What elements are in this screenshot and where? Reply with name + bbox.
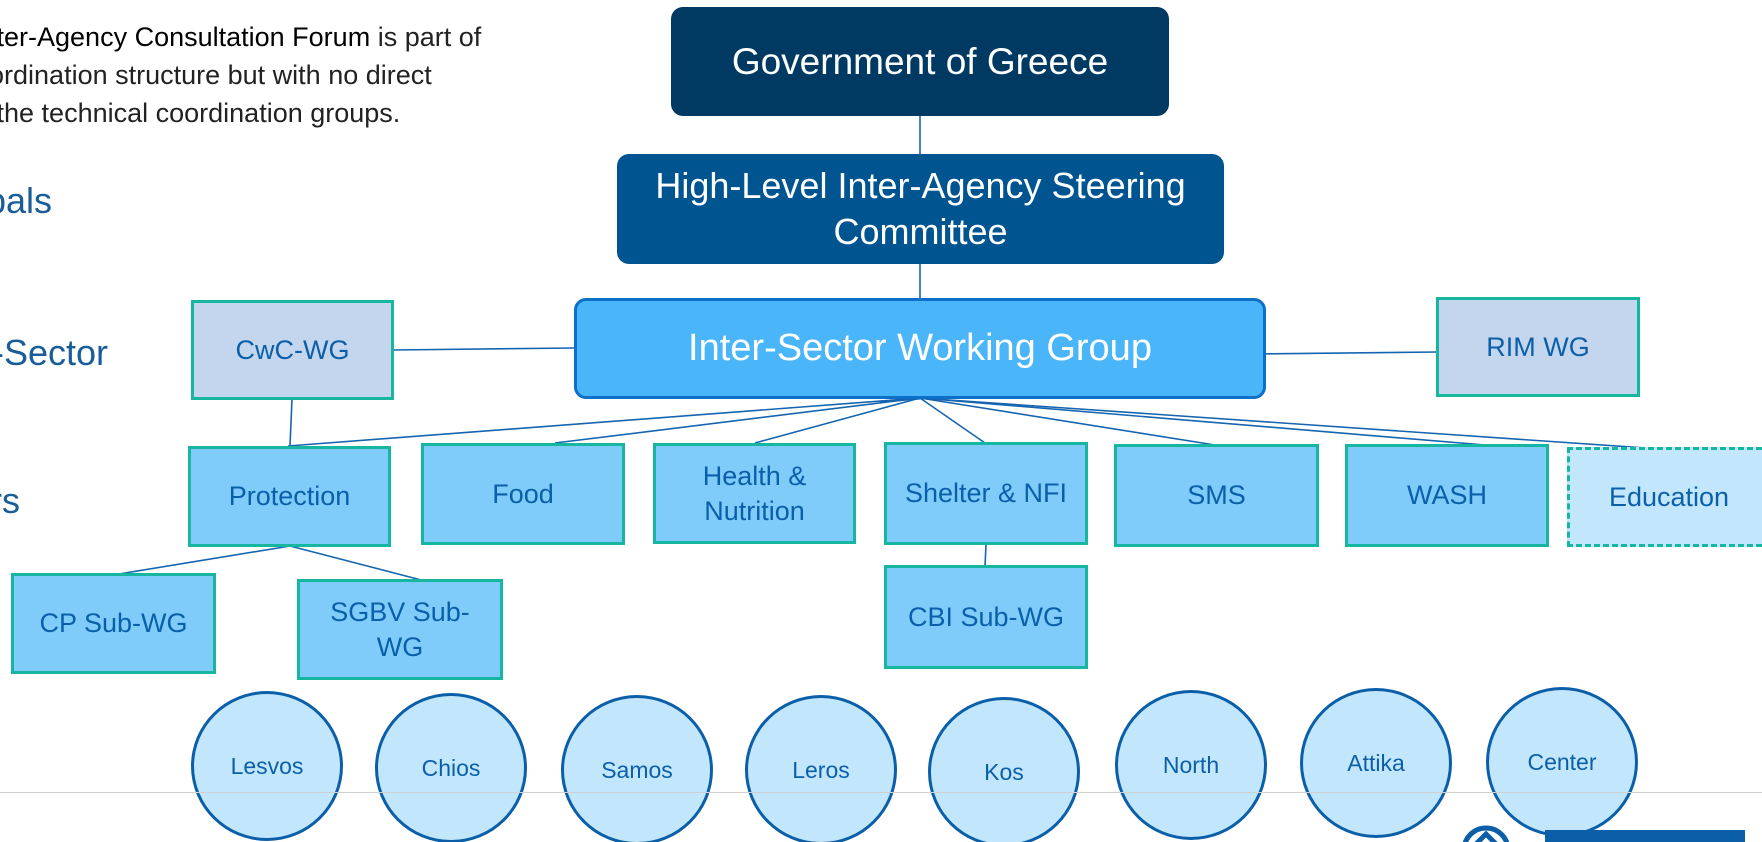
connector-to-health — [754, 397, 921, 444]
sector-education: Education — [1567, 447, 1762, 547]
sector-protection: Protection — [188, 446, 391, 547]
steering-committee-box: High-Level Inter-Agency Steering Committ… — [617, 154, 1224, 264]
sector-shelter-nfi: Shelter & NFI — [884, 442, 1088, 545]
sector-health-nutrition: Health & Nutrition — [653, 443, 856, 544]
field-north: North — [1115, 690, 1267, 840]
connector-cwc-protection — [289, 398, 293, 447]
rim-wg-box: RIM WG — [1436, 297, 1640, 397]
connector-to-wash — [919, 397, 1486, 446]
inter-sector-working-group-box: Inter-Sector Working Group — [574, 298, 1266, 399]
level-label-inter-sector: er-Sector — [0, 332, 109, 373]
connector-protection-sgbv — [289, 545, 426, 582]
sector-wash: WASH — [1345, 444, 1549, 547]
field-chios: Chios — [375, 693, 527, 842]
connector-to-sms — [919, 397, 1216, 446]
organization-logo-icon — [1462, 825, 1745, 842]
intro-bold-text: Inter-Agency Consultation Forum — [0, 22, 371, 52]
sector-food: Food — [421, 443, 625, 545]
connector-protection-cp — [112, 545, 291, 576]
connector-to-shelter — [919, 397, 986, 444]
level-label-principals: cipals — [0, 180, 53, 221]
field-samos: Samos — [561, 695, 713, 842]
connector-to-protection — [287, 397, 921, 447]
field-lesvos: Lesvos — [191, 691, 343, 841]
connector-to-food — [554, 397, 921, 444]
connector-shelter-cbi — [984, 544, 987, 567]
connector-cwc-intersector — [392, 347, 575, 351]
intro-line-1: is part of — [370, 22, 482, 52]
field-attika: Attika — [1300, 688, 1452, 838]
intro-line-2: oordination structure but with no direct — [0, 60, 432, 90]
footer-divider — [0, 792, 1762, 793]
sub-wg-cp: CP Sub-WG — [11, 573, 216, 674]
government-of-greece-box: Government of Greece — [671, 7, 1169, 116]
field-center: Center — [1486, 687, 1638, 837]
intro-line-3: o the technical coordination groups. — [0, 98, 401, 128]
sector-sms: SMS — [1114, 444, 1319, 547]
connector-intersector-rim — [1255, 351, 1438, 355]
field-kos: Kos — [928, 697, 1080, 842]
intro-note: Inter-Agency Consultation Forum is part … — [0, 18, 554, 132]
sub-wg-cbi: CBI Sub-WG — [884, 565, 1088, 669]
cwc-wg-box: CwC-WG — [191, 300, 394, 400]
field-leros: Leros — [745, 695, 897, 842]
sub-wg-sgbv: SGBV Sub-WG — [297, 579, 503, 680]
